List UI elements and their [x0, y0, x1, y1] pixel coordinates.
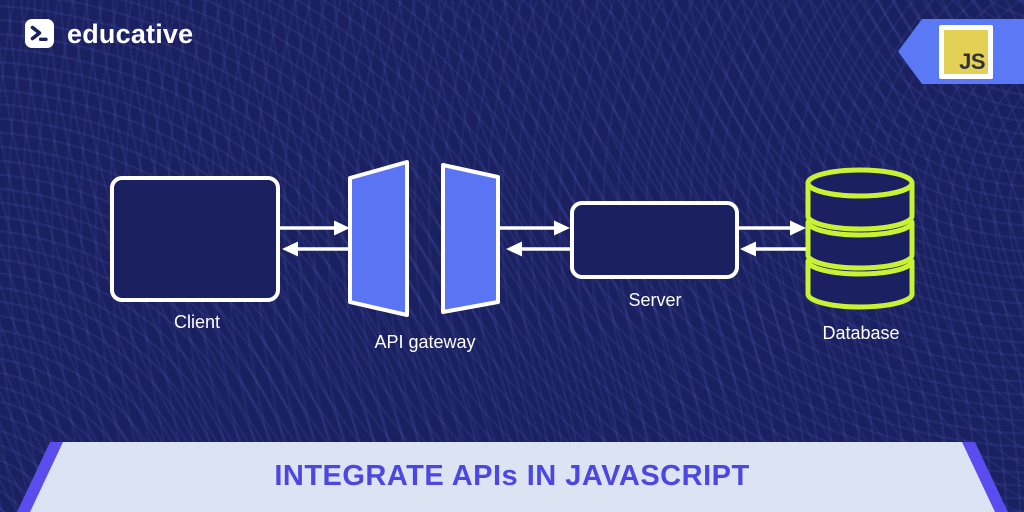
brand-wordmark: educative [67, 19, 194, 49]
js-logo-frame: JS [939, 25, 993, 79]
connection-arrows [280, 220, 806, 257]
banner-title: INTEGRATE APIs IN JAVASCRIPT [274, 460, 750, 492]
language-ribbon: JS [898, 19, 1024, 84]
database-label: Database [822, 323, 900, 343]
title-banner-inner [30, 442, 995, 512]
js-logo-icon: JS [944, 30, 988, 74]
server-node-shape [570, 201, 739, 279]
arrowhead-right-icon [554, 220, 570, 236]
terminal-prompt-icon [25, 19, 54, 48]
arrowhead-right-icon [334, 220, 350, 236]
title-banner: INTEGRATE APIs IN JAVASCRIPT [17, 442, 1008, 512]
api-gateway-label: API gateway [374, 332, 476, 352]
educative-logo: educative [25, 17, 193, 50]
arrowhead-right-icon [790, 220, 806, 236]
arrowhead-left-icon [506, 241, 522, 257]
api-gateway-right-panel [441, 163, 500, 314]
client-node-shape [110, 176, 280, 302]
arrowhead-left-icon [282, 241, 298, 257]
client-label: Client [173, 312, 221, 332]
database-cylinder-icon [805, 167, 915, 310]
arrowhead-left-icon [740, 241, 756, 257]
api-gateway-left-panel [348, 160, 409, 317]
server-label: Server [628, 290, 682, 310]
